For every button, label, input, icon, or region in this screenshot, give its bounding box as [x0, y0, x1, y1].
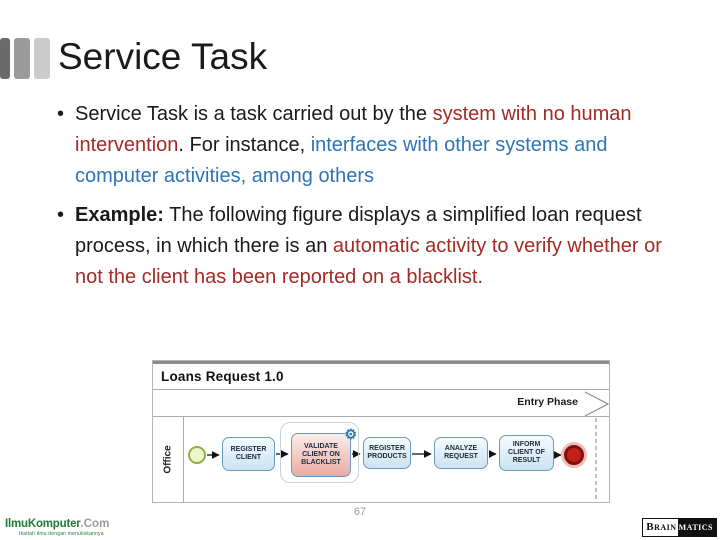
bullet1-text-red: system with no human intervention — [75, 103, 632, 156]
slide-title: Service Task — [58, 36, 268, 77]
ilmukomputer-logo-text: IlmuKomputer — [5, 518, 81, 530]
ilmukomputer-tagline: Ikatlah ilmu dengan menuliskannya — [19, 530, 104, 537]
bpmn-figure: Loans Request 1.0 Entry Phase Office REG… — [152, 360, 610, 503]
task-analyze-request: ANALYZE REQUEST — [434, 437, 488, 469]
brainmatics-logo-right: matics — [677, 519, 716, 536]
bullet-marker: • — [57, 103, 65, 125]
bullet2-text-black: The following figure displays a simplifi… — [75, 204, 642, 257]
ilmukomputer-logo: IlmuKomputer.Com Ikatlah ilmu dengan men… — [5, 514, 109, 537]
task-register-products: REGISTER PRODUCTS — [363, 437, 411, 469]
page-number: 67 — [353, 506, 367, 518]
figure-title: Loans Request 1.0 — [153, 364, 609, 390]
title-decoration-square-dark — [0, 38, 10, 79]
phase-label: Entry Phase — [517, 396, 578, 408]
flow-connectors — [207, 391, 610, 501]
bullet2-text-red: automatic activity to verify whether or … — [75, 235, 662, 288]
bullet-marker: • — [57, 204, 65, 226]
phase-chevron-icon — [584, 391, 610, 417]
bullet1-text-black: Service Task is a task carried out by th… — [75, 103, 433, 125]
group-boundary — [280, 422, 359, 483]
task-inform-client-of-result: INFORM CLIENT OF RESULT — [499, 435, 554, 471]
end-event-circle — [564, 445, 584, 465]
start-event-circle — [188, 446, 206, 464]
brainmatics-logo-left: Brain — [643, 519, 678, 536]
bullet-point-1: • Service Task is a task carried out by t… — [57, 99, 675, 192]
task-register-client: REGISTER CLIENT — [222, 437, 275, 471]
bullet1-text-black2: . For instance, — [178, 134, 311, 156]
task-validate-client-on-blacklist: VALIDATE CLIENT ON BLACKLIST ⚙ — [291, 427, 357, 477]
bullet2-label-bold: Example: — [75, 204, 164, 226]
bullet-list: • Service Task is a task carried out by t… — [57, 99, 675, 301]
lane-header: Office — [153, 417, 184, 502]
task-label: VALIDATE CLIENT ON BLACKLIST — [301, 442, 341, 467]
title-decoration-square-light — [34, 38, 50, 79]
figure-top-bar — [153, 361, 609, 364]
bullet-point-2: • Example: The following figure displays … — [57, 200, 675, 293]
ilmukomputer-logo-suffix: .Com — [80, 518, 110, 530]
phase-band: Entry Phase — [153, 390, 609, 417]
title-decoration-square-medium — [14, 38, 30, 79]
bullet1-text-blue: interfaces with other systems and comput… — [75, 134, 608, 187]
service-gear-icon: ⚙ — [344, 426, 357, 442]
